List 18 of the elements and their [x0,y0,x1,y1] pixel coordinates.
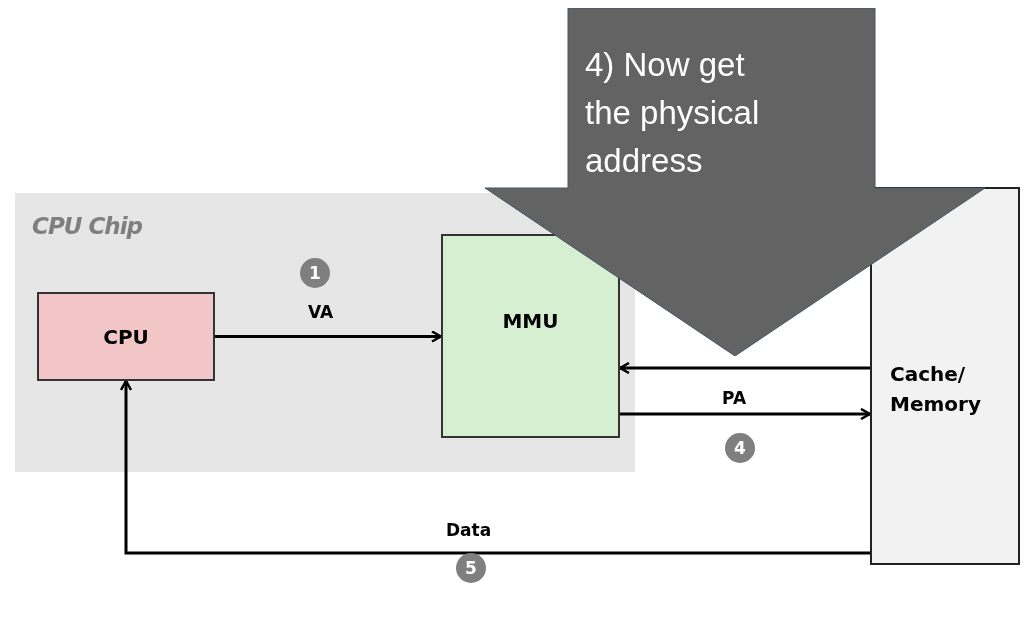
edge-label: PA [722,388,747,408]
box-label: MMU [502,309,559,333]
arrow [119,379,870,555]
callout-text: 4) Now get the physical address [585,45,761,181]
arrow [215,330,443,343]
step-number-badge: 5 [456,553,486,583]
chip-region [15,193,635,472]
edge-label: Data [446,520,492,540]
step-number-badge: 4 [725,433,755,463]
memory-box [870,187,1020,565]
box-label: Cache/ Memory [890,361,982,418]
region-title: CPU Chip [32,213,143,239]
box-label: CPU [103,324,149,349]
arrow [620,407,872,421]
callout-arrow [485,8,985,356]
process-box [37,292,215,381]
process-box [441,234,620,438]
edge-label: VA [308,302,334,322]
